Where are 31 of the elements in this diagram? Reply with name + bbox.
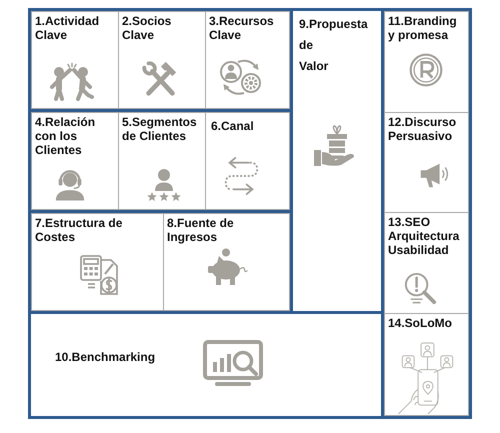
section-frame	[28, 210, 293, 314]
block-title: 2.Socios Clave	[122, 14, 172, 42]
canvas-block	[205, 112, 290, 210]
canvas-block	[31, 11, 119, 109]
canvas-block	[205, 11, 290, 109]
block-title: 8.Fuente de Ingresos	[167, 216, 235, 244]
canvas-block	[31, 112, 119, 210]
block-title: 13.SEO Arquitectura Usabilidad	[388, 215, 460, 257]
block-title: 11.Branding y promesa	[388, 14, 458, 42]
section-frame	[381, 8, 472, 419]
block-title: 3.Recursos Clave	[209, 14, 275, 42]
block-title: 6.Canal	[211, 119, 254, 133]
canvas-block	[384, 313, 469, 416]
block-title: 10.Benchmarking	[55, 350, 156, 364]
canvas-block	[163, 213, 290, 311]
block-title: 9.Propuesta de Valor	[299, 16, 369, 75]
block-title: 5.Segmentos de Clientes	[122, 115, 198, 143]
block-title: 14.SoLoMo	[388, 316, 452, 330]
block-title: 4.Relación con los Clientes	[35, 115, 96, 157]
canvas-block	[118, 11, 206, 109]
canvas-block	[118, 112, 206, 210]
section-frame	[28, 8, 293, 112]
section-frame	[28, 109, 293, 213]
block-title: 1.Actividad Clave	[35, 14, 100, 42]
canvas-block	[384, 212, 469, 314]
canvas-block	[31, 213, 164, 311]
block-title: 12.Discurso Persuasivo	[388, 115, 458, 143]
block-title: 7.Estructura de Costes	[35, 216, 124, 244]
canvas-block	[384, 112, 469, 213]
canvas-block	[384, 11, 469, 113]
canvas-block	[28, 311, 384, 419]
